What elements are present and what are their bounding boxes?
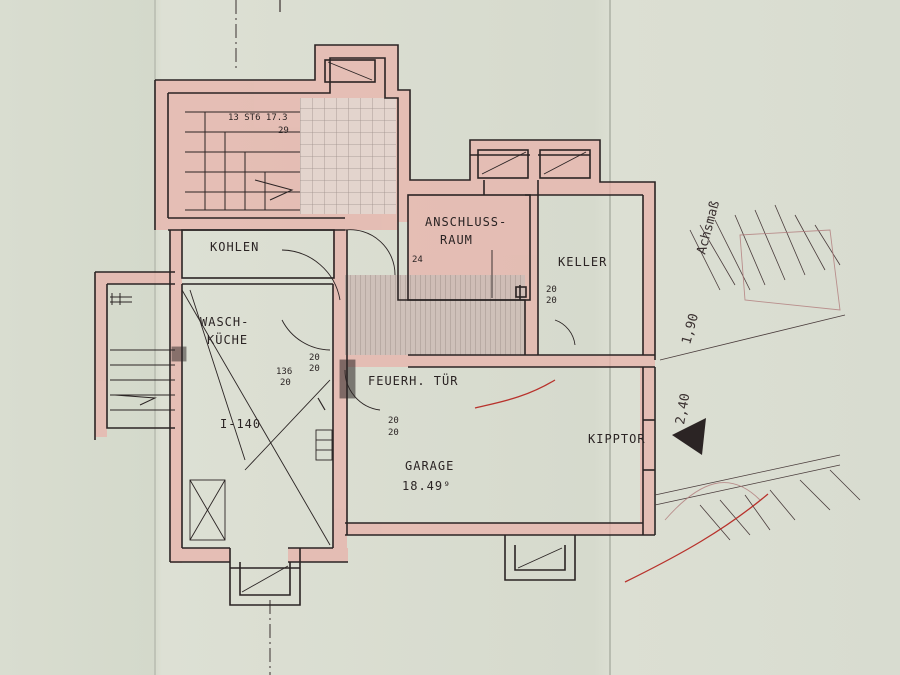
dim-20: 20 xyxy=(309,364,320,374)
label-feuerh-tuer: FEUERH. TÜR xyxy=(368,372,458,388)
red-pencil-marks xyxy=(474,379,769,583)
stair-annotation: 13 ST6 17.3 xyxy=(228,113,288,123)
dim-20: 20 xyxy=(546,285,557,295)
dim-20: 20 xyxy=(388,428,399,438)
kipptor-arrow-icon xyxy=(672,418,706,455)
door-swings xyxy=(171,61,587,593)
label-kohlen: KOHLEN xyxy=(210,240,259,254)
label-kipptor: KIPPTOR xyxy=(588,432,646,446)
dim-136: 136 xyxy=(276,367,292,377)
staircase xyxy=(110,111,300,411)
label-garage: GARAGE xyxy=(405,459,454,473)
height-annotation: 2,40 xyxy=(673,392,693,425)
stair-annotation-sub: 29 xyxy=(278,126,289,136)
walls xyxy=(94,44,656,606)
dim-20: 20 xyxy=(546,296,557,306)
label-garage-area: 18.49⁹ xyxy=(402,479,451,493)
label-anschluss-1: ANSCHLUSS- xyxy=(425,215,507,229)
dim-20: 20 xyxy=(280,378,291,388)
terrain-hatching xyxy=(654,204,861,541)
label-anschluss-2: RAUM xyxy=(440,233,473,247)
dim-20: 20 xyxy=(309,353,320,363)
label-keller: KELLER xyxy=(558,255,607,269)
dim-24: 24 xyxy=(412,255,423,265)
label-level: I-140 xyxy=(220,417,261,431)
height-annotation: 1,90 xyxy=(679,312,702,346)
label-wasch-2: KÜCHE xyxy=(207,331,248,347)
label-wasch-1: WASCH- xyxy=(200,315,249,329)
hatched-corridor xyxy=(345,275,525,355)
tiled-landing xyxy=(300,98,396,214)
dim-20: 20 xyxy=(388,416,399,426)
